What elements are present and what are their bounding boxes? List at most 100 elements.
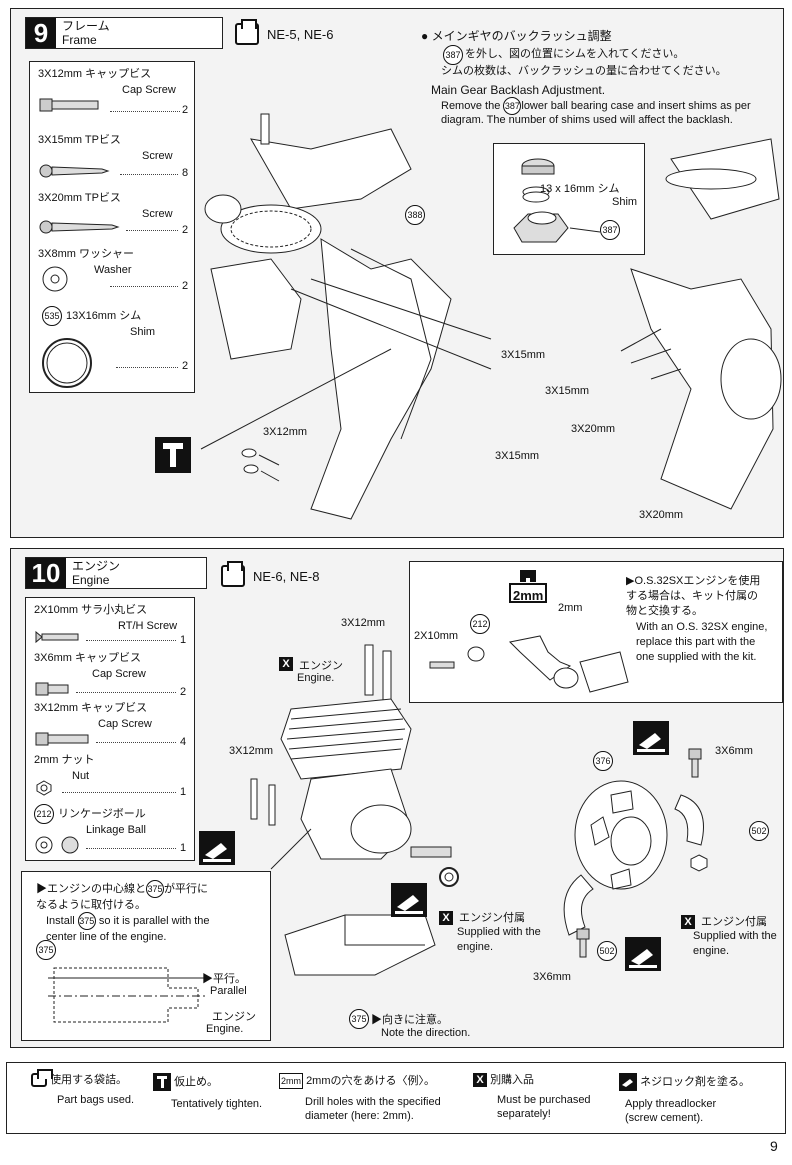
- label-3x12mm: 3X12mm: [263, 426, 308, 438]
- drill-size-label: 2mm: [513, 588, 544, 603]
- ref-387-callout: 387: [503, 97, 522, 115]
- label-3x20mm: 3X20mm: [571, 423, 616, 435]
- threadlocker-icon: [633, 721, 669, 755]
- ref-375-callout: 375: [36, 940, 56, 960]
- part-en: RT/H Screw: [118, 620, 178, 632]
- ref-502-callout: 502: [597, 941, 617, 961]
- part-en: Screw: [142, 150, 173, 162]
- drill-icon: [509, 570, 547, 603]
- label-2x10mm: 2X10mm: [414, 630, 459, 642]
- step10-bag-label: NE-6, NE-8: [253, 568, 320, 584]
- tentatively-tighten-icon: [153, 1073, 171, 1091]
- os-32sx-inset: ▶O.S.32SXエンジンを使用する場合は、キット付属の物と交換する。 With…: [409, 561, 783, 703]
- step9-title-jp: フレーム: [62, 19, 110, 33]
- backlash-title-jp: ● メインギヤのバックラッシュ調整: [421, 29, 612, 43]
- tp-screw-icon: [39, 220, 120, 234]
- part-qty: 2: [180, 686, 187, 698]
- drill-icon: 2mm: [279, 1073, 303, 1089]
- direction-note-jp: ▶向きに注意。: [371, 1014, 448, 1026]
- threadlocker-icon: [625, 937, 661, 971]
- label-3x15mm: 3X15mm: [545, 385, 590, 397]
- ref-502-callout: 502: [749, 821, 769, 841]
- label-3x12mm: 3X12mm: [341, 617, 386, 629]
- backlash-title-en: Main Gear Backlash Adjustment.: [431, 83, 606, 97]
- cooling-fan-drawing: [563, 780, 708, 936]
- step9-number: 9: [26, 18, 56, 48]
- threadlocker-icon: [199, 831, 235, 865]
- ref-387-callout: 387: [443, 45, 463, 65]
- legend-bag: 使用する袋詰。 Part bags used.: [31, 1069, 134, 1107]
- part-en: Nut: [72, 770, 90, 782]
- step9-bag-label: NE-5, NE-6: [267, 26, 334, 42]
- bag-icon: [235, 19, 259, 45]
- washer-icon: [439, 867, 459, 887]
- part-jp: 13X16mm シム: [66, 310, 142, 322]
- part-en: Shim: [130, 326, 156, 338]
- parallel-label-en: Parallel: [210, 985, 247, 997]
- parallel-label-jp: ▶平行。: [202, 973, 246, 985]
- frame-side-drawing: [620, 138, 782, 510]
- part-qty: 2: [182, 224, 189, 236]
- supplied-label-jp: エンジン付属: [701, 916, 767, 928]
- ref-375-callout: 375: [349, 1009, 369, 1029]
- page-number: 9: [770, 1138, 778, 1154]
- tp-screw-icon: [39, 164, 110, 178]
- legend-bar: 使用する袋詰。 Part bags used. 仮止め。 Tentatively…: [6, 1062, 786, 1134]
- rt-screw-icon: [35, 630, 79, 644]
- purchase-separately-icon: X: [439, 911, 453, 925]
- os-note-jp: ▶O.S.32SXエンジンを使用する場合は、キット付属の物と交換する。: [626, 575, 761, 617]
- part-qty: 1: [180, 634, 187, 646]
- cap-screw-icon: [576, 928, 590, 958]
- os-note-en: With an O.S. 32SX engine,replace this pa…: [636, 621, 768, 663]
- part-jp: 3X15mm TPビス: [38, 134, 121, 146]
- washer-icon: [42, 266, 68, 292]
- part-qty: 4: [180, 736, 187, 748]
- legend-drill: 2mm 2mmの穴をあける〈例〉。 Drill holes with the s…: [279, 1073, 441, 1122]
- part-qty: 2: [182, 104, 189, 116]
- backlash-line2-jp: シムの枚数は、バックラッシュの量に合わせてください。: [441, 65, 727, 77]
- part-en: Cap Screw: [122, 84, 176, 96]
- centerline-note-en: Install 375 so it is parallel with the c…: [46, 912, 210, 945]
- linkage-ball-icon: [35, 836, 79, 854]
- nut-icon: [36, 780, 52, 796]
- engine-label-jp: エンジン: [212, 1011, 256, 1023]
- shim-icon: [42, 338, 92, 388]
- label-3x20mm: 3X20mm: [639, 509, 684, 521]
- part-qty: 2: [182, 360, 189, 372]
- engine-label-en: Engine.: [297, 672, 335, 684]
- step10-parts-list: 2X10mm サラ小丸ビス RT/H Screw 1 3X6mm キャップビス …: [25, 597, 195, 861]
- engine-label-en: Engine.: [206, 1023, 244, 1035]
- centerline-note-jp: ▶エンジンの中心線と375が平行に なるように取付ける。: [36, 880, 208, 913]
- bag-icon: [31, 1069, 53, 1088]
- legend-purchase: X 別購入品 Must be purchased separately!: [473, 1073, 591, 1121]
- part-en: Linkage Ball: [86, 824, 146, 836]
- threadlocker-icon: [391, 883, 427, 917]
- centerline-inset: ▶エンジンの中心線と375が平行に なるように取付ける。 Install 375…: [21, 871, 271, 1041]
- engine-label-jp: エンジン: [299, 660, 343, 672]
- part-jp: 3X12mm キャップビス: [38, 68, 152, 80]
- label-3x12mm: 3X12mm: [229, 745, 274, 757]
- part-qty: 2: [182, 280, 189, 292]
- step10-number: 10: [26, 558, 66, 588]
- shim-inset: 13 x 16mm シム Shim 387: [493, 143, 645, 255]
- cap-screw-icon: [35, 732, 89, 746]
- engine-side-profile: [48, 967, 208, 1023]
- part-jp: 2mm ナット: [34, 754, 95, 766]
- bearing-case-icon: [513, 158, 601, 243]
- step10-panel: 10 エンジン Engine NE-6, NE-8 2X10mm サラ小丸ビス …: [10, 548, 784, 1048]
- supplied-label-jp: エンジン付属: [459, 912, 525, 924]
- backlash-line1-jp: を外し、図の位置にシムを入れてください。: [465, 48, 685, 60]
- step9-header: 9 フレーム Frame: [25, 17, 223, 49]
- label-3x6mm: 3X6mm: [715, 745, 753, 757]
- bag-icon: [221, 561, 245, 587]
- part-qty: 1: [180, 842, 187, 854]
- step9-parts-list: 3X12mm キャップビス Cap Screw 2 3X15mm TPビス Sc…: [29, 61, 195, 393]
- direction-note-en: Note the direction.: [381, 1027, 471, 1039]
- ref-535-callout: 535: [42, 306, 62, 326]
- ref-387-callout: 387: [600, 220, 620, 240]
- label-3x6mm: 3X6mm: [533, 971, 571, 983]
- part-jp: 3X8mm ワッシャー: [38, 248, 134, 260]
- label-3x15mm: 3X15mm: [501, 349, 546, 361]
